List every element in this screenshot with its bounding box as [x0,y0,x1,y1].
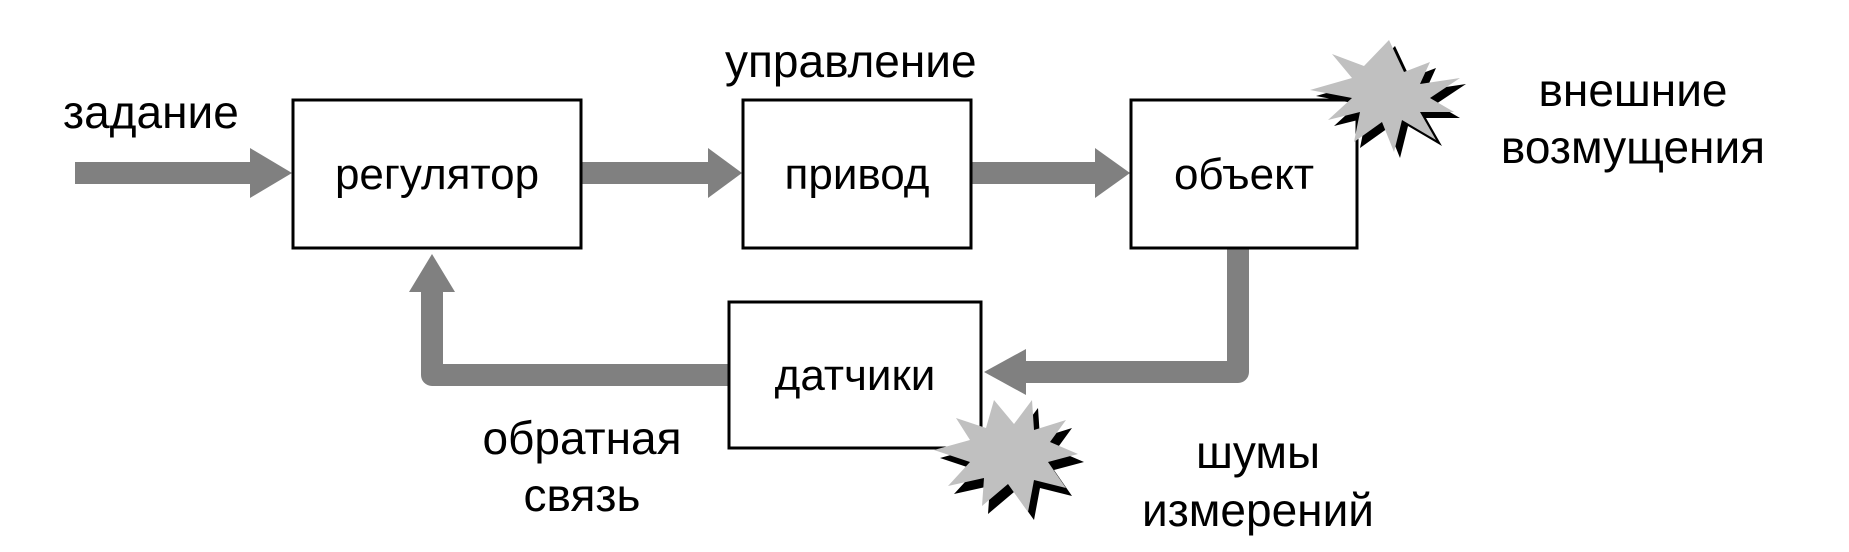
block-sensors: датчики [727,300,983,450]
feedback-label-line-2: связь [524,469,641,521]
regulator-label: регулятор [335,150,539,199]
noise-label-line-2: измерений [1142,484,1374,536]
actuator-label: привод [785,150,930,199]
sensors-label: датчики [775,351,936,400]
block-object: объект [1129,98,1359,250]
noise-burst-icon [934,400,1084,520]
disturbances-label-line-2: возмущения [1501,121,1765,173]
feedback-arrow [409,254,728,386]
block-regulator: регулятор [291,98,583,250]
arrows [75,148,1249,395]
noise-label: шумы измерений [1142,426,1374,536]
disturbance-burst-icon [1310,40,1466,158]
setpoint-label: задание [63,86,239,138]
setpoint-arrow [75,148,292,198]
block-actuator: привод [741,98,973,250]
disturbances-label-line-1: внешние [1538,64,1727,116]
control-arrow [582,148,742,198]
feedback-label: обратная связь [482,412,681,521]
measurement-arrow [984,248,1249,395]
feedback-label-line-1: обратная [482,412,681,464]
noise-label-line-1: шумы [1196,426,1320,478]
object-label: объект [1174,150,1314,199]
control-label: управление [725,35,977,87]
disturbances-label: внешние возмущения [1501,64,1765,173]
actuator-output-arrow [972,148,1130,198]
